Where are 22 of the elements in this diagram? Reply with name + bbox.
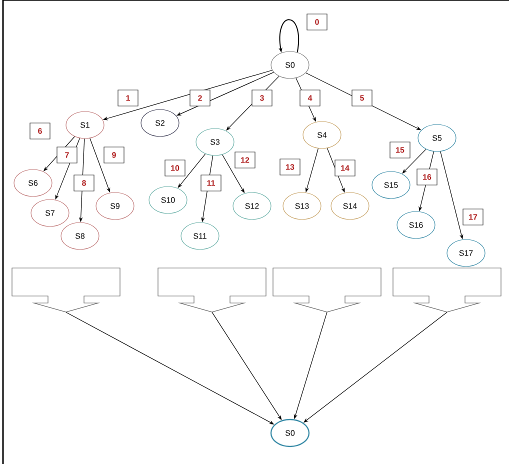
edge-label: 12 — [234, 152, 256, 168]
edge-label: 2 — [190, 90, 210, 106]
edge-label: 6 — [30, 122, 50, 140]
edge-label: 0 — [306, 14, 328, 30]
edge-label: 13 — [280, 158, 300, 176]
edge-label: 15 — [390, 142, 410, 158]
edge-label: 4 — [300, 90, 320, 106]
callout-box — [12, 268, 120, 312]
callout-box — [158, 268, 266, 312]
edge-label: 1 — [118, 90, 138, 106]
edge-label: 9 — [104, 146, 124, 164]
callout-box — [272, 268, 382, 312]
edge-label: 16 — [416, 168, 438, 186]
edge-label: 8 — [74, 174, 94, 192]
edge-label: 11 — [200, 174, 222, 192]
edge-label: 7 — [56, 146, 78, 164]
edge-label: 10 — [164, 160, 186, 176]
edge-label: 17 — [462, 208, 484, 226]
edge-label: 14 — [334, 160, 356, 176]
callout-box — [392, 268, 502, 312]
edge-label: 5 — [352, 90, 372, 106]
edge-label: 3 — [252, 90, 272, 106]
